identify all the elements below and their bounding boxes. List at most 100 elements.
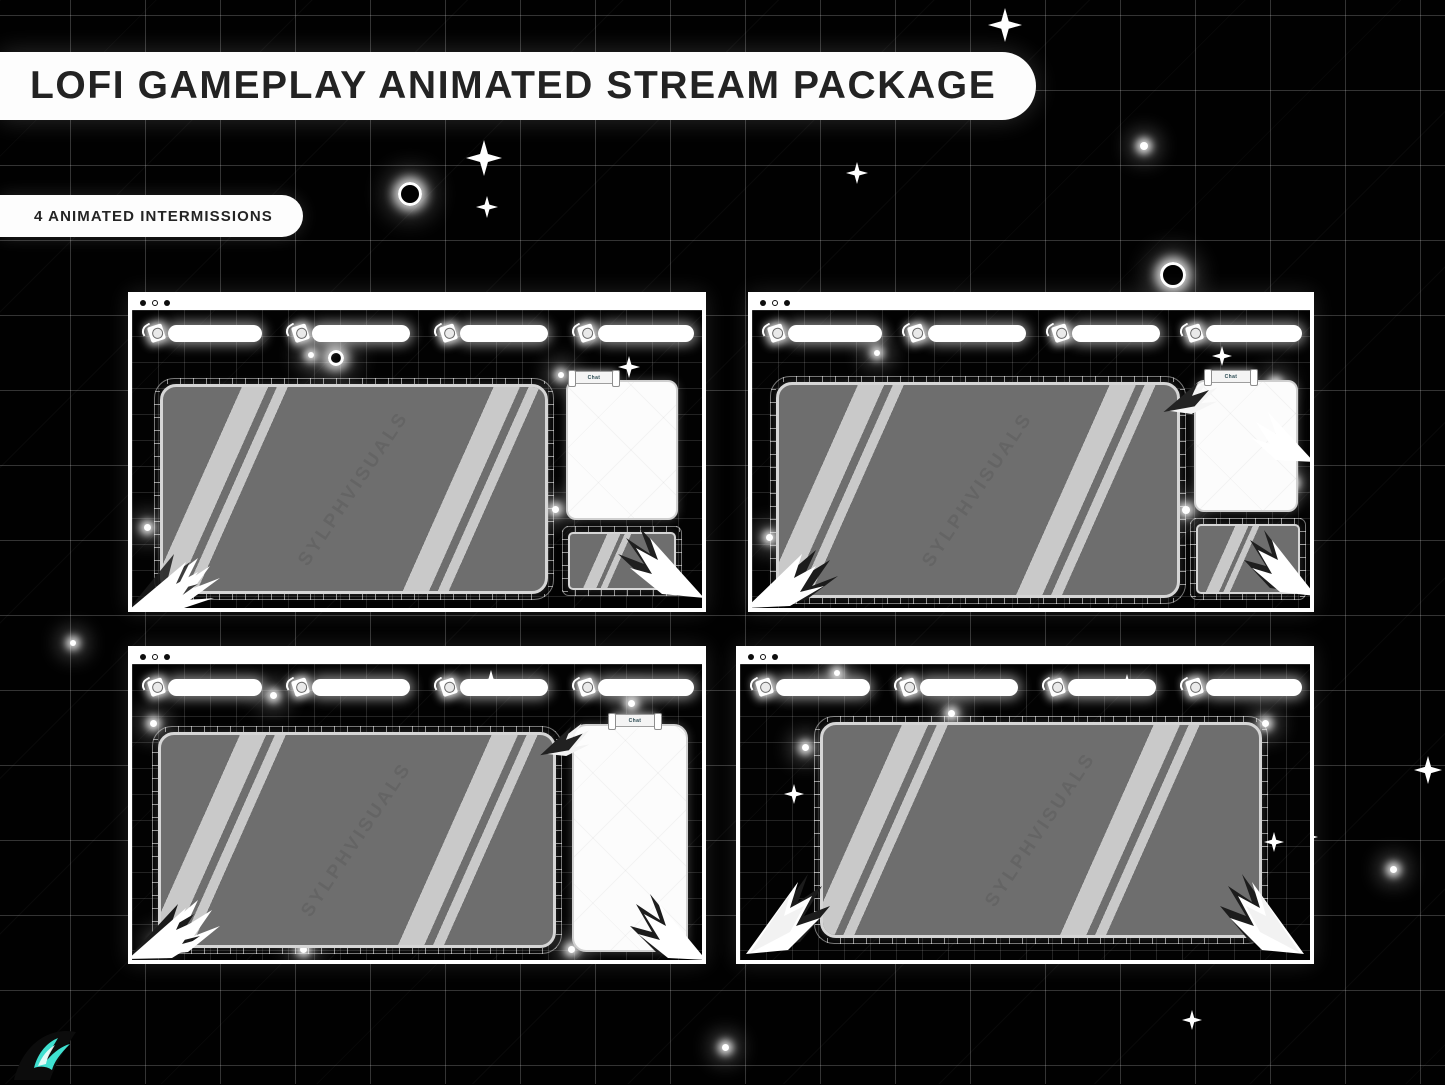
page-title-text: LOFI GAMEPLAY ANIMATED STREAM PACKAGE xyxy=(30,64,997,107)
sparkle-dot-icon xyxy=(802,744,809,751)
badge-2[interactable] xyxy=(890,676,1018,698)
lantern-icon xyxy=(282,672,318,702)
panel-4-main-screen[interactable]: SYLPHVISUALS xyxy=(820,722,1262,938)
window-titlebar xyxy=(752,296,1310,310)
window-titlebar xyxy=(132,296,702,310)
window-dot-close-icon[interactable] xyxy=(748,654,754,660)
chat-tab-label: Chat xyxy=(628,717,642,724)
sparkle-star-icon xyxy=(784,784,804,804)
chat-panel-texture xyxy=(1196,382,1296,510)
badge-2[interactable] xyxy=(898,322,1026,344)
lantern-icon xyxy=(1038,672,1074,702)
sparkle-star-icon xyxy=(618,356,640,378)
badge-4[interactable] xyxy=(568,322,694,344)
badge-2-label xyxy=(312,678,410,696)
intermission-panel-3[interactable]: SYLPHVISUALS Chat xyxy=(128,646,706,964)
window-titlebar xyxy=(132,650,702,664)
window-dot-minimize-icon[interactable] xyxy=(772,300,778,306)
badge-3[interactable] xyxy=(430,676,548,698)
watermark: SYLPHVISUALS xyxy=(297,758,417,921)
badge-1[interactable] xyxy=(138,676,262,698)
badge-1-label xyxy=(788,324,882,342)
sparkle-dot-icon xyxy=(144,524,151,531)
window-dot-minimize-icon[interactable] xyxy=(152,300,158,306)
panel-1-canvas: SYLPHVISUALS Chat xyxy=(132,310,702,608)
window-dot-close-icon[interactable] xyxy=(760,300,766,306)
sparkle-dot-icon xyxy=(1262,720,1269,727)
lantern-icon xyxy=(746,672,782,702)
window-dot-close-icon[interactable] xyxy=(140,300,146,306)
badge-3-label xyxy=(1068,678,1156,696)
lantern-icon xyxy=(568,318,604,348)
badge-4[interactable] xyxy=(568,676,694,698)
window-dot-maximize-icon[interactable] xyxy=(784,300,790,306)
intermission-panel-1[interactable]: SYLPHVISUALS Chat xyxy=(128,292,706,612)
badge-2-label xyxy=(928,324,1026,342)
badge-1[interactable] xyxy=(138,322,262,344)
lantern-icon xyxy=(758,318,794,348)
sparkle-dot-icon xyxy=(308,352,314,358)
chat-tab-label: Chat xyxy=(1224,373,1238,380)
window-dot-maximize-icon[interactable] xyxy=(772,654,778,660)
badge-3[interactable] xyxy=(430,322,548,344)
window-dot-maximize-icon[interactable] xyxy=(164,654,170,660)
lantern-icon xyxy=(430,318,466,348)
badge-3-label xyxy=(460,678,548,696)
subtitle-text: 4 ANIMATED INTERMISSIONS xyxy=(34,207,273,225)
window-dot-close-icon[interactable] xyxy=(140,654,146,660)
window-dot-minimize-icon[interactable] xyxy=(760,654,766,660)
panel-1-main-screen[interactable]: SYLPHVISUALS xyxy=(160,384,548,594)
panel-3-chat-tab[interactable]: Chat xyxy=(608,713,662,730)
badge-1[interactable] xyxy=(758,322,882,344)
chat-tab-label: Chat xyxy=(587,374,601,381)
chat-panel-texture xyxy=(574,726,686,950)
lantern-icon xyxy=(138,672,174,702)
panel-3-badge-row xyxy=(138,676,694,698)
sparkle-dot-icon xyxy=(150,720,157,727)
window-dot-minimize-icon[interactable] xyxy=(152,654,158,660)
panel-3-chat-panel[interactable] xyxy=(572,724,688,952)
sparkle-dot-icon xyxy=(552,506,559,513)
window-dot-maximize-icon[interactable] xyxy=(164,300,170,306)
lantern-icon xyxy=(890,672,926,702)
sylph-bird-logo xyxy=(14,1016,134,1080)
badge-3[interactable] xyxy=(1038,676,1156,698)
sparkle-dot-icon xyxy=(874,350,880,356)
panel-2-chat-panel[interactable] xyxy=(1194,380,1298,512)
badge-2-label xyxy=(920,678,1018,696)
panel-2-badge-row xyxy=(758,322,1302,344)
lantern-icon xyxy=(1042,318,1078,348)
lantern-icon xyxy=(430,672,466,702)
badge-1-label xyxy=(776,678,870,696)
badge-4-label xyxy=(1206,324,1302,342)
lantern-icon xyxy=(568,672,604,702)
badge-4[interactable] xyxy=(1176,322,1302,344)
badge-3-label xyxy=(1072,324,1160,342)
panel-2-canvas: SYLPHVISUALS Chat xyxy=(752,310,1310,608)
panel-3-main-screen[interactable]: SYLPHVISUALS xyxy=(158,732,556,948)
badge-3[interactable] xyxy=(1042,322,1160,344)
badge-1-label xyxy=(168,678,262,696)
lantern-icon xyxy=(282,318,318,348)
badge-1[interactable] xyxy=(746,676,870,698)
lantern-icon xyxy=(138,318,174,348)
panel-4-badge-row xyxy=(746,676,1302,698)
panel-2-chat-tab[interactable]: Chat xyxy=(1204,369,1258,386)
badge-1-label xyxy=(168,324,262,342)
subtitle-badge: 4 ANIMATED INTERMISSIONS xyxy=(0,195,303,237)
watermark: SYLPHVISUALS xyxy=(981,748,1101,911)
intermission-panel-2[interactable]: SYLPHVISUALS Chat xyxy=(748,292,1314,612)
panel-1-webcam-panel[interactable] xyxy=(568,532,676,590)
panel-2-main-screen[interactable]: SYLPHVISUALS xyxy=(776,382,1180,598)
panel-1-chat-tab[interactable]: Chat xyxy=(568,370,620,387)
panel-2-webcam-panel[interactable] xyxy=(1196,524,1300,594)
lantern-icon xyxy=(1176,672,1212,702)
badge-2[interactable] xyxy=(282,322,410,344)
panel-1-chat-panel[interactable] xyxy=(566,380,678,520)
badge-4[interactable] xyxy=(1176,676,1302,698)
badge-2[interactable] xyxy=(282,676,410,698)
sparkle-star-icon xyxy=(1212,346,1232,366)
intermission-panel-4[interactable]: SYLPHVISUALS xyxy=(736,646,1314,964)
chat-panel-texture xyxy=(568,382,676,518)
sparkle-dot-icon xyxy=(628,700,635,707)
